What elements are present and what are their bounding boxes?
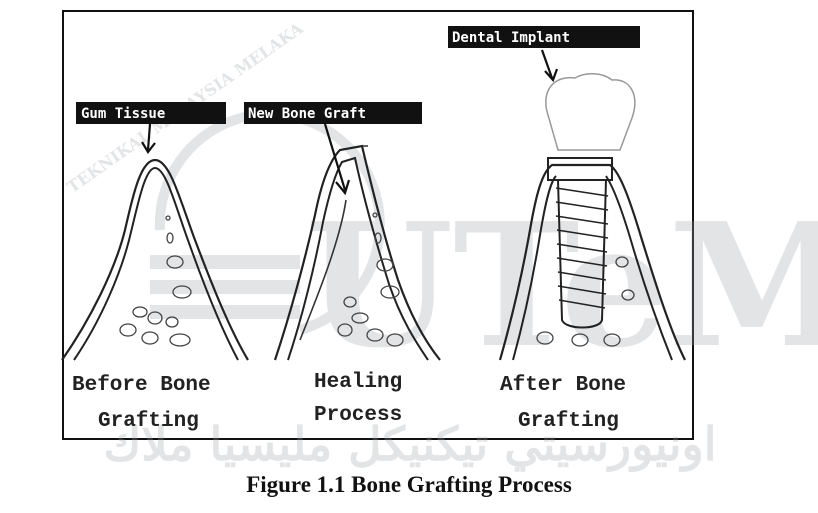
implant-crown — [546, 74, 635, 150]
stage-before-line1: Before Bone — [72, 374, 211, 397]
label-dental-implant: Dental Implant — [452, 30, 570, 46]
implant-abutment — [548, 158, 612, 180]
stage-healing-line1: Healing — [314, 371, 402, 394]
stage-after-line1: After Bone — [500, 374, 626, 397]
label-new-bone-graft: New Bone Graft — [248, 106, 366, 122]
figure-caption: Figure 1.1 Bone Grafting Process — [0, 472, 818, 498]
label-gum-tissue: Gum Tissue — [81, 106, 165, 122]
watermark-stripe — [150, 255, 300, 269]
arrow-dental-implant — [542, 50, 557, 80]
stage-before-line2: Grafting — [98, 410, 199, 433]
stage-after-line2: Grafting — [518, 410, 619, 433]
watermark-logo: UTeM TEKNIKAL MALAYSIA MELAKA اونيورسيتي… — [64, 18, 818, 472]
stage-healing-line2: Process — [314, 404, 402, 427]
